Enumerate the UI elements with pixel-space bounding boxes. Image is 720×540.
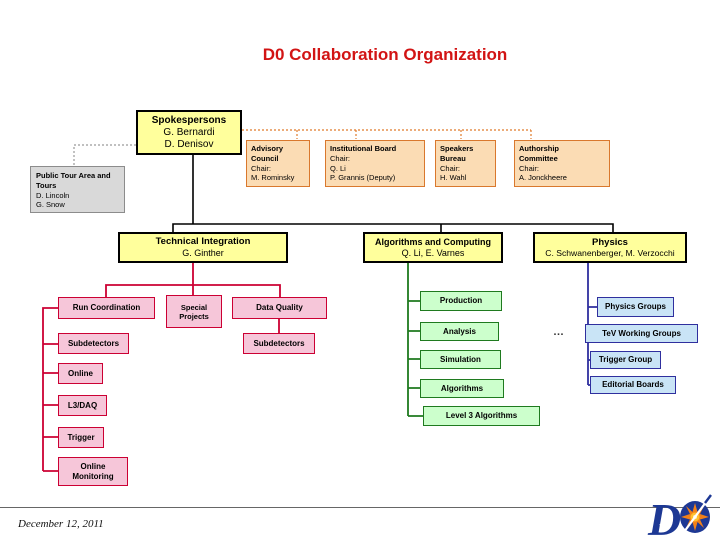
node-analysis-label: Analysis	[443, 326, 476, 336]
node-speakers-bureau-chair: H. Wahl	[440, 173, 467, 183]
logo-slash-tip	[704, 494, 712, 504]
node-institutional-board: Institutional Board Chair: Q. Li P. Gran…	[325, 140, 425, 187]
node-subdetectors-run: Subdetectors	[58, 333, 129, 354]
node-authorship-committee-title: Authorship Committee	[519, 144, 559, 163]
node-institutional-board-chair-label: Chair:	[330, 153, 351, 163]
node-tev-working-groups: TeV Working Groups	[585, 324, 698, 343]
node-production: Production	[420, 291, 502, 311]
node-analysis: Analysis	[420, 322, 499, 341]
node-level3-algorithms: Level 3 Algorithms	[423, 406, 540, 426]
node-spokespersons-name1: G. Bernardi	[163, 126, 215, 138]
node-speakers-bureau: Speakers Bureau Chair: H. Wahl	[435, 140, 496, 187]
connector-algorithms-tree	[407, 263, 423, 417]
connector-technical-integration-tree	[42, 263, 281, 472]
node-online-label: Online	[68, 368, 93, 378]
node-algorithms-computing-leads: Q. Li, E. Varnes	[401, 247, 465, 258]
node-algorithms-label: Algorithms	[440, 383, 484, 393]
logo-small-d: D	[659, 523, 666, 533]
node-advisory-council: Advisory Council Chair: M. Rominsky	[246, 140, 310, 187]
node-speakers-bureau-chair-label: Chair:	[440, 163, 461, 173]
node-special-projects: Special Projects	[166, 295, 222, 328]
node-simulation-label: Simulation	[440, 354, 481, 364]
node-editorial-boards: Editorial Boards	[590, 376, 676, 394]
node-physics-groups-label: Physics Groups	[605, 302, 666, 312]
d0-logo: D D	[647, 494, 712, 540]
node-simulation: Simulation	[420, 350, 501, 369]
slide-date: December 12, 2011	[18, 518, 104, 530]
node-public-tour-name2: G. Snow	[36, 200, 65, 210]
node-tev-working-groups-label: TeV Working Groups	[602, 328, 681, 338]
node-data-quality: Data Quality	[232, 297, 327, 319]
node-speakers-bureau-title: Speakers Bureau	[440, 144, 474, 163]
node-production-label: Production	[439, 296, 483, 306]
node-physics-title: Physics	[592, 236, 628, 248]
node-physics-leads: C. Schwanenberger, M. Verzocchi	[545, 248, 675, 259]
node-authorship-committee-chair: A. Jonckheere	[519, 173, 567, 183]
node-subdetectors-run-label: Subdetectors	[67, 338, 120, 348]
node-online-monitoring: Online Monitoring	[58, 457, 128, 486]
node-editorial-boards-label: Editorial Boards	[602, 380, 664, 390]
node-subdetectors-dq: Subdetectors	[243, 333, 315, 354]
node-trigger: Trigger	[58, 427, 104, 448]
node-trigger-group-label: Trigger Group	[598, 355, 653, 365]
node-subdetectors-dq-label: Subdetectors	[253, 338, 305, 348]
more-groups-ellipsis: …	[553, 326, 564, 338]
node-physics: Physics C. Schwanenberger, M. Verzocchi	[533, 232, 687, 263]
node-advisory-council-chair-label: Chair:	[251, 163, 272, 173]
node-public-tour: Public Tour Area and Tours D. Lincoln G.…	[30, 166, 125, 213]
node-public-tour-title: Public Tour Area and Tours	[36, 171, 111, 190]
node-authorship-committee-chair-label: Chair:	[519, 163, 540, 173]
node-run-coordination: Run Coordination	[58, 297, 155, 319]
node-online-monitoring-label: Online Monitoring	[72, 461, 114, 481]
node-algorithms: Algorithms	[420, 379, 504, 398]
node-spokespersons-title: Spokespersons	[151, 114, 227, 126]
node-data-quality-label: Data Quality	[256, 303, 303, 313]
node-advisory-council-chair: M. Rominsky	[251, 173, 295, 183]
node-technical-integration: Technical Integration G. Ginther	[118, 232, 288, 263]
node-trigger-group: Trigger Group	[590, 351, 661, 369]
node-advisory-council-title: Advisory Council	[251, 144, 284, 163]
node-technical-integration-title: Technical Integration	[155, 236, 251, 248]
node-algorithms-computing-title: Algorithms and Computing	[375, 236, 491, 247]
node-authorship-committee: Authorship Committee Chair: A. Jonckheer…	[514, 140, 610, 187]
node-physics-groups: Physics Groups	[597, 297, 674, 317]
node-public-tour-name1: D. Lincoln	[36, 190, 70, 200]
node-institutional-board-deputy: P. Grannis (Deputy)	[330, 173, 396, 183]
connector-spokespersons-divisions	[172, 155, 614, 232]
connector-public-tour-dotted	[73, 144, 136, 165]
node-special-projects-label: Special Projects	[179, 302, 209, 321]
node-spokespersons: Spokespersons G. Bernardi D. Denisov	[136, 110, 242, 155]
connector-committees-dotted	[242, 129, 532, 139]
page-title: D0 Collaboration Organization	[262, 45, 508, 64]
node-level3-algorithms-label: Level 3 Algorithms	[445, 411, 518, 421]
node-algorithms-computing: Algorithms and Computing Q. Li, E. Varne…	[363, 232, 503, 263]
node-online: Online	[58, 363, 103, 384]
logo-slash	[683, 501, 707, 533]
logo-letter-d: D	[647, 494, 681, 540]
node-technical-integration-leads: G. Ginther	[182, 247, 224, 258]
node-l3-daq-label: L3/DAQ	[67, 400, 98, 410]
node-run-coordination-label: Run Coordination	[72, 303, 141, 313]
node-institutional-board-chair: Q. Li	[330, 163, 346, 173]
node-spokespersons-name2: D. Denisov	[164, 138, 214, 150]
node-l3-daq: L3/DAQ	[58, 395, 107, 416]
node-trigger-label: Trigger	[67, 432, 95, 442]
node-institutional-board-title: Institutional Board	[330, 144, 397, 153]
